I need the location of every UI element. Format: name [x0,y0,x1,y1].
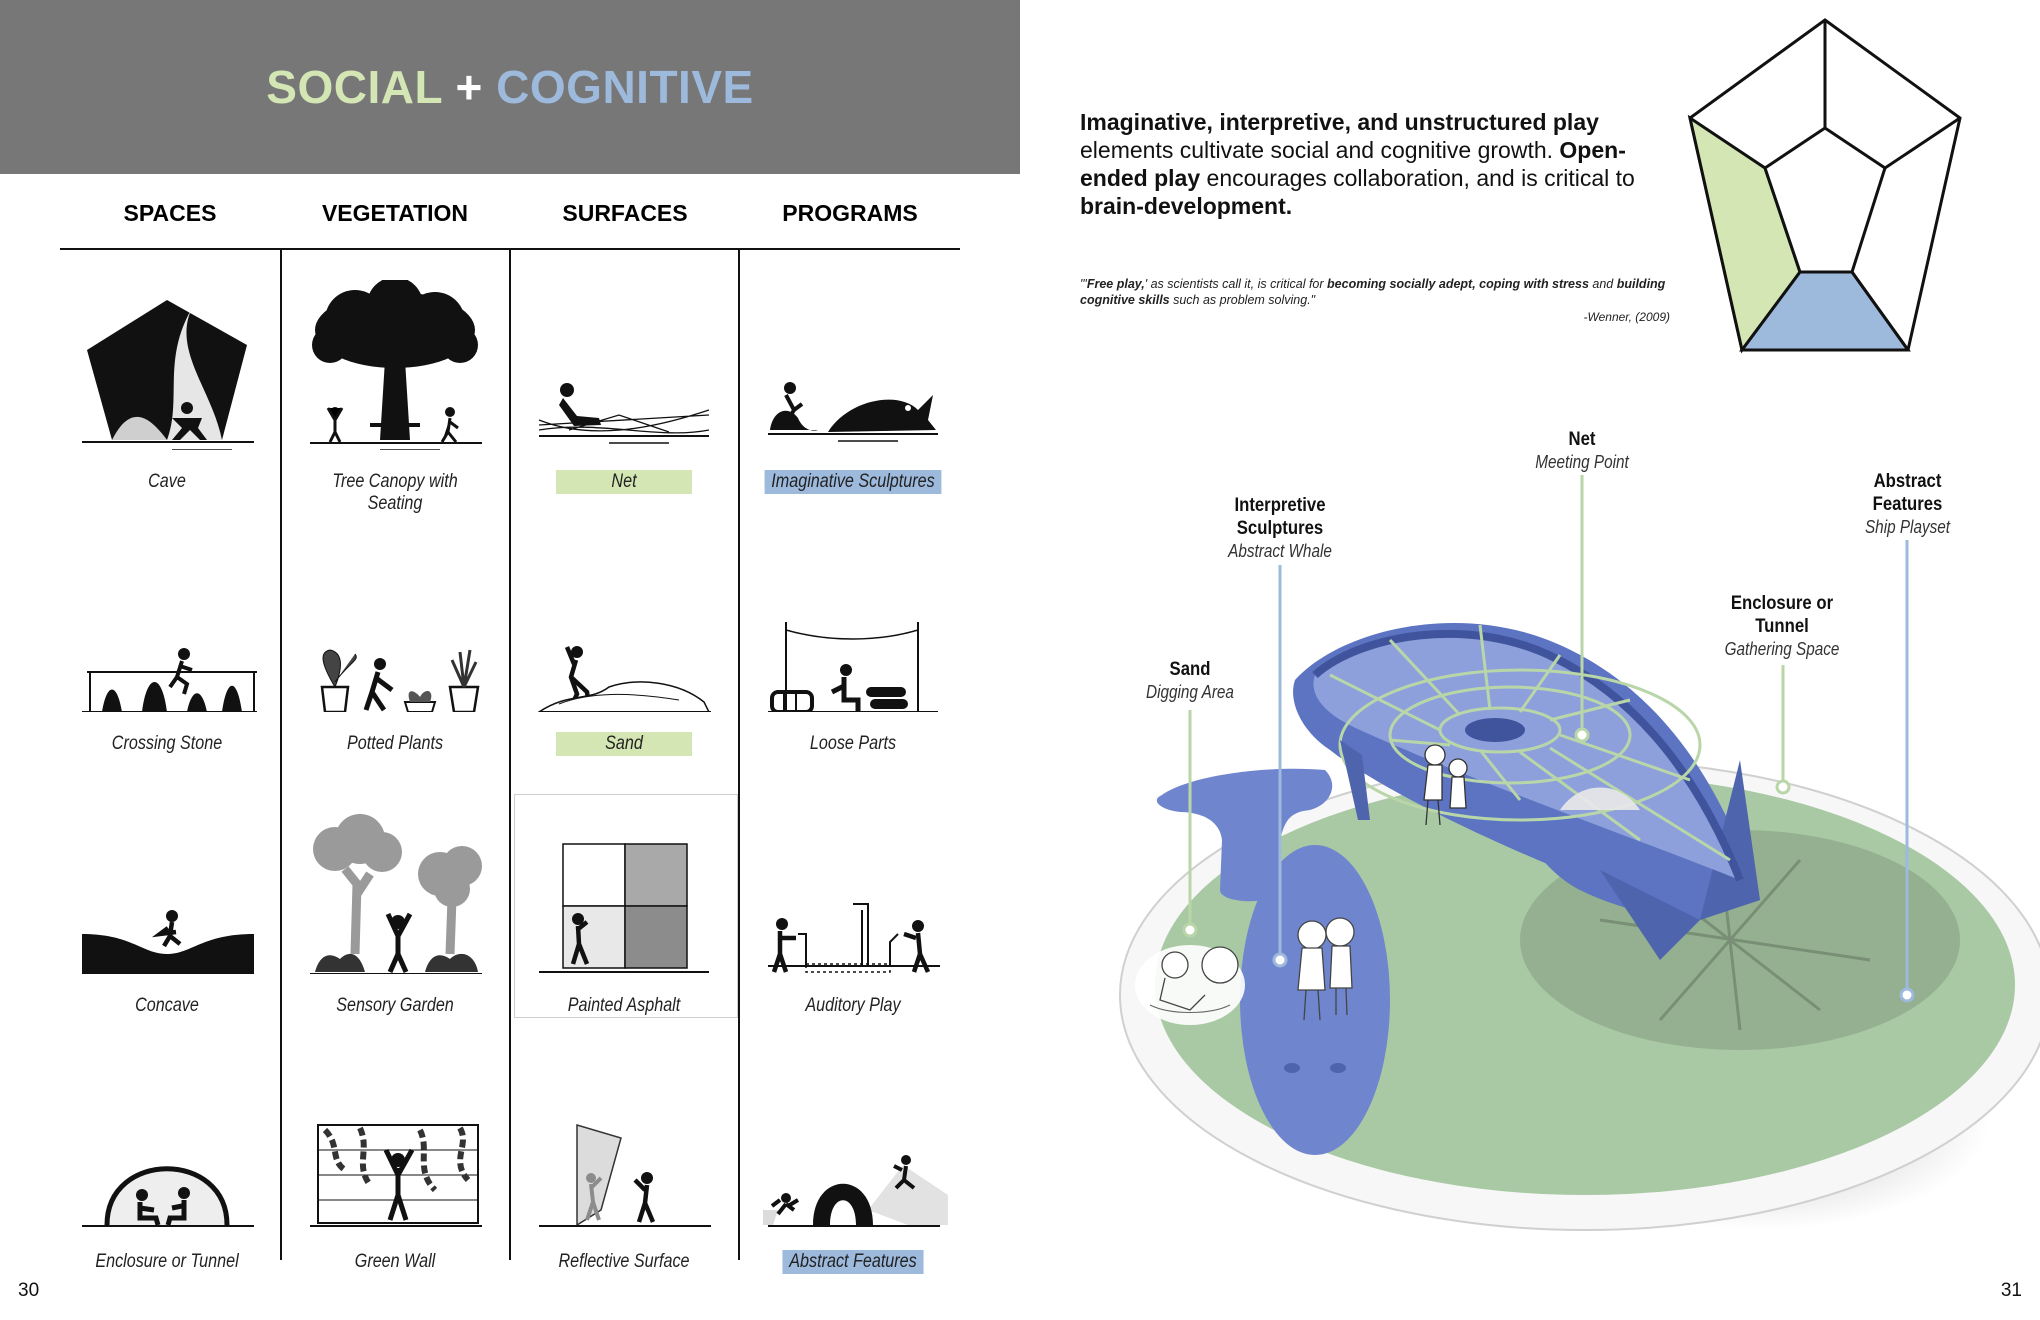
annotation-subtitle: Meeting Point [1535,452,1629,472]
grid-column-divider [280,249,282,1260]
cell-potted-plants: Potted Plants [290,522,500,772]
cell-green-wall: Green Wall [290,1040,500,1290]
cell-label: Abstract Features [782,1250,924,1274]
whale-sculpture [1240,845,1390,1155]
column-header-programs: PROGRAMS [782,200,918,226]
sand-icon [537,646,711,712]
column-header-spaces: SPACES [123,200,217,226]
loose-parts-icon [768,622,938,712]
concave-icon [82,910,254,974]
tunnel-icon [82,1166,254,1227]
reflective-surface-icon [539,1123,711,1227]
annotation-sand: Sand Digging Area [1110,658,1270,703]
cell-sand: Sand [519,522,729,772]
column-header-surfaces: SURFACES [562,200,688,226]
cell-crossing-stone: Crossing Stone [62,522,272,772]
header-band [0,0,1020,174]
cell-concave: Concave [62,784,272,1034]
cell-label: Loose Parts [809,733,897,754]
pentagon-diagram [1687,18,1962,354]
annotation-subtitle: Digging Area [1146,682,1234,702]
page-number-right: 31 [2000,1280,2022,1301]
title-cognitive: COGNITIVE [496,61,754,113]
potted-plants-icon [320,649,480,712]
cell-cave: Cave [62,260,272,510]
annotation-interpretive-sculptures: Interpretive Sculptures Abstract Whale [1200,494,1360,562]
cell-label: Painted Asphalt [567,995,681,1016]
page-title: SOCIAL + COGNITIVE [0,60,1020,114]
cell-label: Tree Canopy with Seating [332,471,458,514]
annotation-subtitle: Abstract Whale [1228,541,1332,561]
intro-paragraph: Imaginative, interpretive, and unstructu… [1080,109,1635,219]
cell-painted-asphalt: Painted Asphalt [513,784,738,1034]
anvil-sculpture [1156,768,1333,902]
kids-sketch-net [1423,744,1468,826]
kids-sketch-whale [1297,917,1355,1021]
painted-asphalt-icon [539,843,709,973]
cell-label: Sand [556,732,692,756]
cell-label: Enclosure or Tunnel [95,1251,239,1272]
annotation-title: Net [1568,429,1596,450]
cell-label: Potted Plants [346,733,444,754]
cell-reflective-surface: Reflective Surface [519,1040,729,1290]
quote: "'Free play,' as scientists call it, is … [1080,277,1666,307]
cell-abstract-features: Abstract Features [748,1040,958,1290]
cell-label: Imaginative Sculptures [764,470,942,494]
sensory-garden-icon [310,814,482,974]
title-social: SOCIAL [266,61,443,113]
sculpture-icon [768,382,938,442]
annotation-title: Enclosure or Tunnel [1730,593,1834,637]
annotation-net: Net Meeting Point [1502,428,1662,473]
annotation-abstract-features: Abstract Features Ship Playset [1850,470,1965,538]
cell-label: Auditory Play [805,995,901,1016]
annotation-subtitle: Gathering Space [1724,639,1840,659]
cell-label: Crossing Stone [111,733,223,754]
column-header-vegetation: VEGETATION [321,200,469,226]
cell-label: Concave [135,995,199,1016]
cell-label: Green Wall [354,1251,436,1272]
kid-sketch-sand [1135,945,1245,1025]
cell-net: Net [519,260,729,510]
title-plus: + [455,61,483,113]
cell-label: Net [556,470,692,494]
cell-imaginative-sculptures: Imaginative Sculptures [748,260,958,510]
crossing-stone-icon [82,648,257,712]
grid-column-divider [509,249,511,1260]
left-page: SOCIAL + COGNITIVE SPACES VEGETATION SUR… [0,0,1020,1301]
cell-tree-canopy: Tree Canopy with Seating [290,260,500,514]
annotation-subtitle: Ship Playset [1864,517,1951,537]
ship-net [1329,624,1731,862]
cell-auditory-play: Auditory Play [748,784,958,1034]
abstract-features-icon [763,1155,948,1227]
playground-illustration [1119,475,2040,1231]
green-wall-icon [310,1124,482,1227]
annotation-title: Abstract Features [1872,471,1943,515]
auditory-play-icon [768,903,940,973]
cell-loose-parts: Loose Parts [748,522,958,772]
cell-label: Cave [148,471,186,492]
cell-label: Sensory Garden [336,995,454,1016]
citation: -Wenner, (2009) [1583,310,1671,324]
net-icon [538,383,710,444]
tree-canopy-icon [310,280,482,450]
page-number-left: 30 [18,1280,40,1301]
cell-sensory-garden: Sensory Garden [290,784,500,1034]
annotation-title: Interpretive Sculptures [1234,495,1326,539]
cave-icon [82,300,254,450]
annotation-enclosure-tunnel: Enclosure or Tunnel Gathering Space [1702,592,1862,660]
cell-label: Reflective Surface [558,1251,690,1272]
annotation-title: Sand [1169,659,1211,680]
cell-enclosure-tunnel: Enclosure or Tunnel [62,1040,272,1290]
grid-column-divider [738,249,740,1260]
